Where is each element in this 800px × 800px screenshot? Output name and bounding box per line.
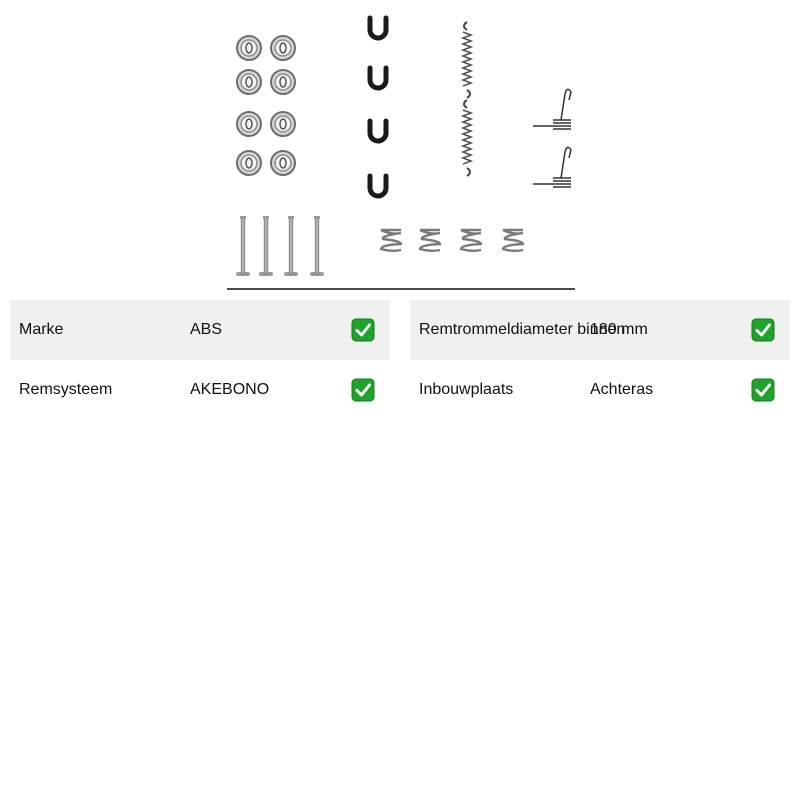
check-icon (351, 378, 375, 402)
coil-spring-icon (379, 228, 525, 253)
spec-label: Inbouwplaats (419, 381, 514, 398)
retaining-pin-icon (235, 215, 325, 277)
spec-row-remtrommeldiameter: Remtrommeldiameter binnen 180 mm (410, 300, 790, 360)
spec-value: AKEBONO (190, 381, 270, 398)
spec-row-marke: Marke ABS (10, 300, 390, 360)
return-spring-icon (462, 21, 472, 177)
brake-shoe-accessory-kit-icon (227, 8, 575, 290)
check-icon (351, 318, 375, 342)
u-clip-icon (370, 18, 386, 196)
hook-spring-icon (532, 88, 572, 188)
spec-value: 180 mm (590, 321, 648, 338)
spec-row-remsysteem: Remsysteem AKEBONO (10, 360, 390, 420)
spec-label: Remtrommeldiameter binnen (419, 321, 626, 338)
pressure-disc-icon (236, 35, 296, 176)
check-icon (751, 318, 775, 342)
product-image (227, 8, 575, 292)
spec-value: ABS (190, 321, 223, 338)
spec-value: Achteras (590, 381, 654, 398)
spec-row-inbouwplaats: Inbouwplaats Achteras (410, 360, 790, 420)
spec-label: Remsysteem (19, 381, 113, 398)
check-icon (751, 378, 775, 402)
spec-label: Marke (19, 321, 64, 338)
